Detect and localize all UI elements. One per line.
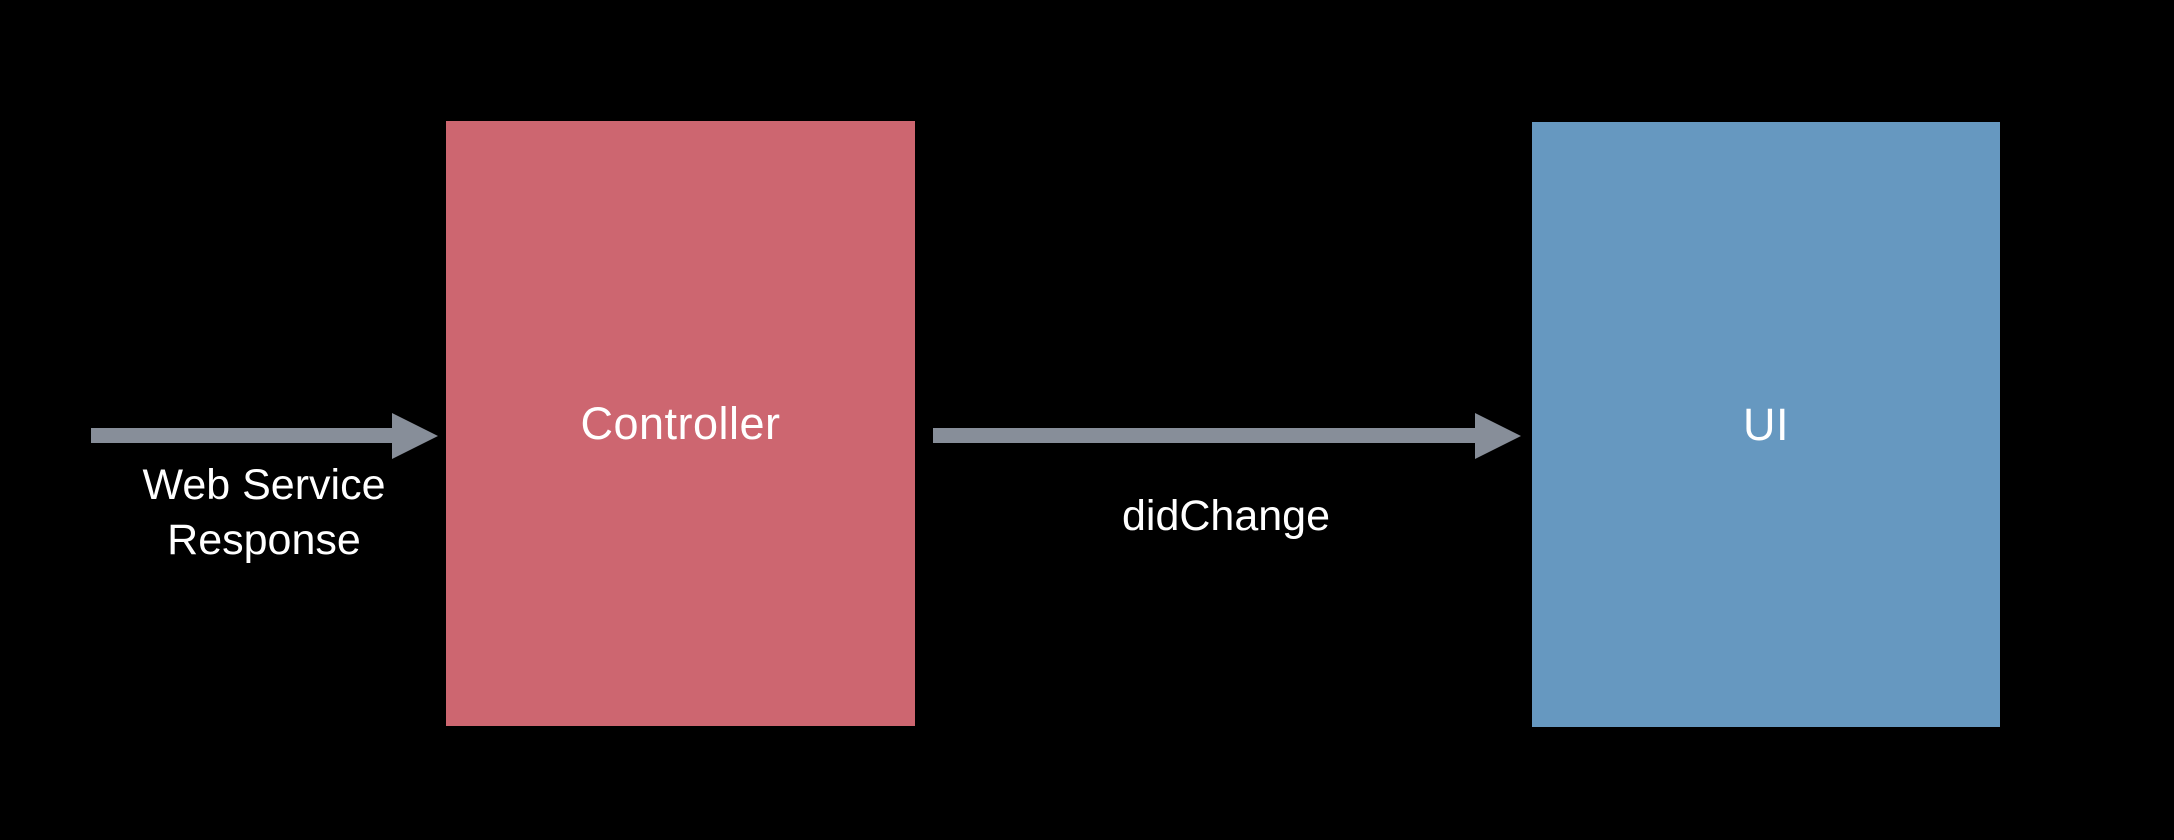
web-service-response-label: Web Service Response <box>143 458 386 568</box>
arrow-shaft <box>91 428 392 443</box>
controller-label: Controller <box>580 397 781 449</box>
web-service-response-arrow <box>91 413 438 459</box>
arrow-head-icon <box>1475 413 1521 459</box>
arrow-shaft <box>933 428 1475 443</box>
controller-box <box>446 121 915 726</box>
didchange-arrow <box>933 413 1521 459</box>
web-service-response-label-line1: Web Service <box>142 461 386 509</box>
ui-label: UI <box>1743 398 1789 450</box>
web-service-response-label-line2: Response <box>167 516 361 564</box>
arrow-head-icon <box>392 413 438 459</box>
didchange-label: didChange <box>1121 492 1331 540</box>
ui-box <box>1532 122 2000 727</box>
